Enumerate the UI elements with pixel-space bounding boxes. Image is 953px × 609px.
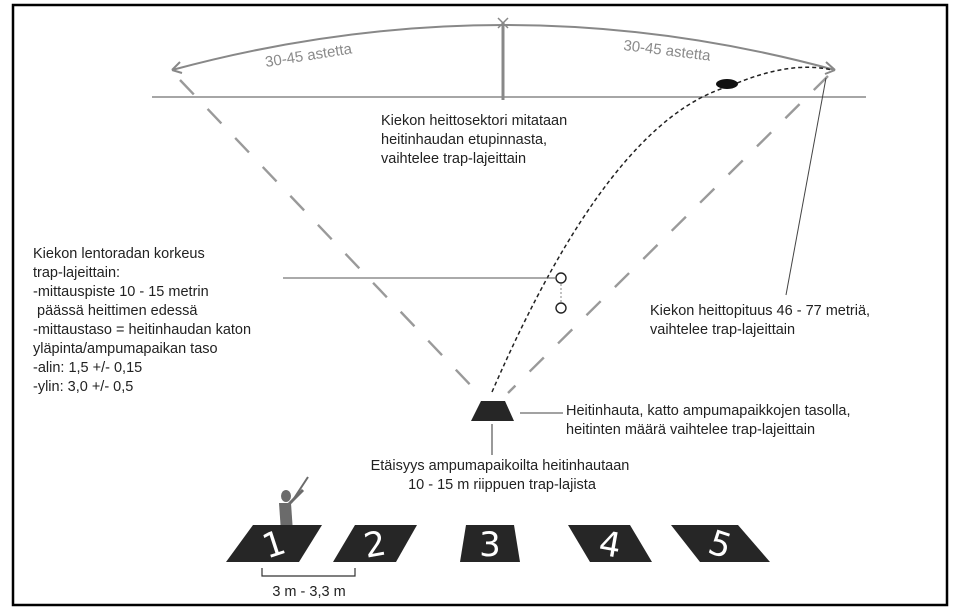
height-note-line: -mittauspiste 10 - 15 metrin bbox=[33, 284, 209, 300]
diagram-frame bbox=[11, 3, 949, 607]
trap-house-note-line: Heitinhauta, katto ampumapaikkojen tasol… bbox=[566, 403, 851, 419]
height-note-line: trap-lajeittain: bbox=[33, 265, 120, 281]
trap-house-note-line: heitinten määrä vaihtelee trap-lajeittai… bbox=[566, 422, 815, 438]
station-spacing-bracket bbox=[261, 568, 356, 577]
station-distance-note-line: Etäisyys ampumapaikoilta heitinhautaan bbox=[371, 458, 630, 474]
station-pad bbox=[568, 525, 652, 562]
trap-house-note: Heitinhauta, katto ampumapaikkojen tasol… bbox=[566, 403, 855, 438]
height-note-line: -ylin: 3,0 +/- 0,5 bbox=[33, 379, 133, 395]
height-note-line: -mittaustaso = heitinhaudan katon bbox=[33, 322, 251, 338]
sector-note: Kiekon heittosektori mitataan heitinhaud… bbox=[381, 113, 571, 167]
station-5: 5 bbox=[671, 523, 770, 567]
station-4: 4 bbox=[568, 523, 652, 567]
sector-left-boundary bbox=[179, 79, 479, 394]
distance-note: Kiekon heittopituus 46 - 77 metriä, vaih… bbox=[650, 303, 874, 338]
station-number: 3 bbox=[479, 525, 501, 565]
sector-note-line: Kiekon heittosektori mitataan bbox=[381, 113, 567, 129]
station-distance-note-line: 10 - 15 m riippuen trap-lajista bbox=[408, 477, 597, 493]
distance-note-line: Kiekon heittopituus 46 - 77 metriä, bbox=[650, 303, 870, 319]
station-pad bbox=[671, 525, 770, 562]
height-note: Kiekon lentoradan korkeus trap-lajeittai… bbox=[33, 246, 255, 395]
measurement-point-high bbox=[555, 272, 567, 284]
station-pad bbox=[460, 525, 520, 562]
arc-right-arrow bbox=[824, 61, 836, 75]
height-note-line: päässä heittimen edessä bbox=[33, 303, 198, 319]
arc-left-arrow bbox=[171, 61, 183, 74]
station-pad bbox=[333, 525, 417, 562]
sector-right-boundary bbox=[507, 75, 829, 394]
station-1: 1 bbox=[226, 523, 322, 567]
arc-label-left: 30-45 astetta bbox=[264, 40, 354, 71]
station-3: 3 bbox=[460, 525, 520, 565]
clay-flight-path bbox=[491, 66, 833, 393]
height-note-line: yläpinta/ampumapaikan taso bbox=[33, 341, 218, 357]
station-spacing-label: 3 m - 3,3 m bbox=[272, 584, 345, 600]
trap-house bbox=[471, 401, 514, 421]
measurement-point-low bbox=[555, 302, 567, 314]
station-2: 2 bbox=[333, 523, 417, 567]
shooting-stations: 1 2 3 4 5 bbox=[226, 523, 770, 567]
sector-note-line: vaihtelee trap-lajeittain bbox=[381, 151, 526, 167]
distance-pointer-line bbox=[785, 77, 827, 296]
station-pad bbox=[226, 525, 322, 562]
height-note-line: -alin: 1,5 +/- 0,15 bbox=[33, 360, 142, 376]
station-distance-note: Etäisyys ampumapaikoilta heitinhautaan 1… bbox=[371, 458, 634, 493]
center-mark bbox=[497, 17, 509, 29]
clay-target bbox=[716, 79, 738, 89]
distance-note-line: vaihtelee trap-lajeittain bbox=[650, 322, 795, 338]
height-note-line: Kiekon lentoradan korkeus bbox=[33, 246, 205, 262]
sector-note-line: heitinhaudan etupinnasta, bbox=[381, 132, 547, 148]
